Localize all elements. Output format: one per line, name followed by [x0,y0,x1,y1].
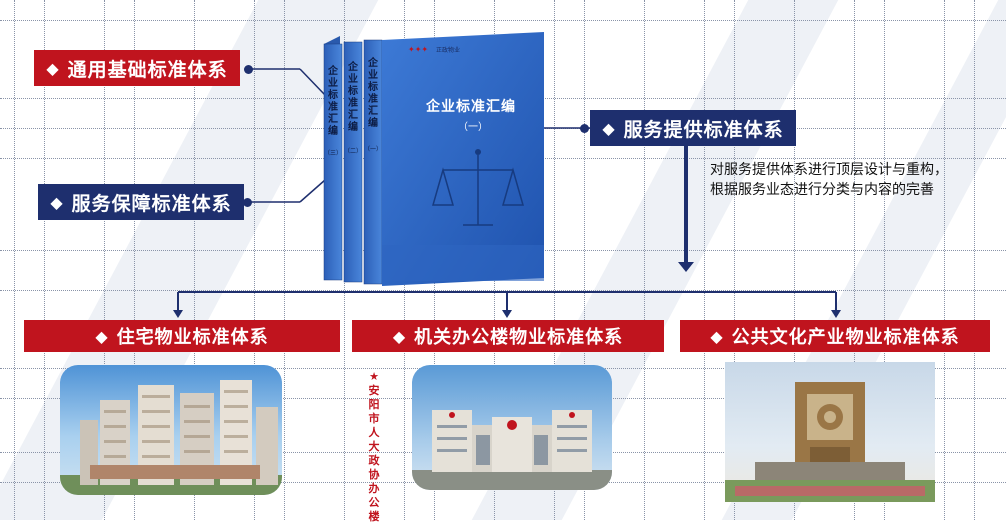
diamond-bullet-icon: ◆ [46,58,60,78]
connector-node [244,65,253,74]
book-spine-title: 企业标准汇编 [368,58,378,129]
diamond-bullet-icon: ◆ [710,326,724,346]
residential-building-photo [60,365,282,495]
category-label-text: 住宅物业标准体系 [116,327,269,348]
category-label-text: 机关办公楼物业标准体系 [414,327,624,348]
category-label-text: 公共文化产业物业标准体系 [731,327,960,348]
connector-node [580,124,589,133]
category-residential-standards: ◆ 住宅物业标准体系 [24,320,340,352]
culture-museum-photo [725,362,935,502]
book-front-subtitle: （一） [458,122,488,133]
svg-text:✦✦✦: ✦✦✦ [408,45,428,54]
office-building-photo [412,365,612,490]
label-text: 服务保障标准体系 [71,192,232,215]
book-illustration: ✦✦✦ 正政物业 [323,32,544,286]
label-text: 服务提供标准体系 [623,118,784,141]
diamond-bullet-icon: ◆ [50,192,64,212]
book-spine-title: 企业标准汇编 [328,66,338,137]
service-provision-description: 对服务提供体系进行顶层设计与重构，根据服务业态进行分类与内容的完善 [710,162,948,198]
label-text: 通用基础标准体系 [67,58,228,81]
label-general-basic-standards: ◆ 通用基础标准体系 [34,50,240,86]
svg-text:正政物业: 正政物业 [436,46,460,54]
star-icon: ★ [369,370,379,383]
book-front-title: 企业标准汇编 [426,99,516,115]
category-office-standards: ◆ 机关办公楼物业标准体系 [352,320,664,352]
label-service-support-standards: ◆ 服务保障标准体系 [38,184,244,220]
connector-node [243,198,252,207]
diamond-bullet-icon: ◆ [392,326,407,346]
office-caption-text: 安阳市人大政协办公楼 [368,384,380,523]
book-spine-mark: （一） [364,146,383,153]
label-service-provision-standards: ◆ 服务提供标准体系 [590,110,796,146]
book-spine-mark: （二） [344,148,363,155]
diamond-bullet-icon: ◆ [602,118,616,138]
diamond-bullet-icon: ◆ [95,326,109,346]
standards-book-set: ✦✦✦ 正政物业 企业标准汇编 （一） 企业标准汇编 企业标准汇编 企业标准汇编… [318,30,546,288]
book-spine-mark: （三） [324,150,343,157]
category-culture-standards: ◆ 公共文化产业物业标准体系 [680,320,990,352]
book-spine-title: 企业标准汇编 [348,62,358,133]
office-building-caption: ★ 安阳市人大政协办公楼 [366,370,382,524]
